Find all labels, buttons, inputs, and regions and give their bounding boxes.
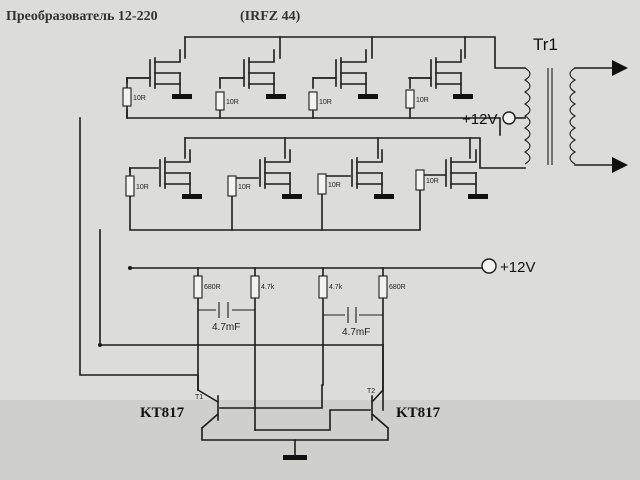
output-arrow-bottom-icon: [612, 157, 628, 173]
ground-icon: [468, 194, 488, 199]
output-arrow-top-icon: [612, 60, 628, 76]
schematic-title: Преобразователь 12-220: [6, 9, 158, 24]
gate-resistor-top-4: 10R: [405, 89, 429, 109]
mosfet-top-3: [335, 49, 378, 99]
top-drain-bus: [184, 36, 526, 69]
svg-text:10R: 10R: [136, 184, 149, 191]
ground-icon: [358, 94, 378, 99]
ground-icon: [374, 194, 394, 199]
multivibrator: +12V: [128, 258, 535, 460]
t2-tag: T2: [367, 388, 375, 395]
svg-text:10R: 10R: [416, 97, 429, 104]
transformer-tr1: Tr1 +12V: [462, 35, 628, 173]
svg-text:10R: 10R: [426, 178, 439, 185]
ground-icon: [283, 455, 307, 460]
mosfet-bottom-1: [159, 149, 202, 199]
component-layer: 10R 10R 10R 10R 10R 10R 10R 10R 680R 4.7k 4.7k 680R: [122, 49, 488, 299]
gate-resistor-bottom-1: 10R: [125, 175, 149, 197]
svg-text:4.7k: 4.7k: [261, 284, 275, 291]
ground-icon: [172, 94, 192, 99]
capacitor-2-label: 4.7mF: [342, 327, 370, 338]
svg-text:680R: 680R: [389, 284, 406, 291]
ground-icon: [266, 94, 286, 99]
gate-resistor-top-1: 10R: [122, 87, 146, 107]
transformer-tap-label: +12V: [462, 111, 497, 128]
rail-supply-label: +12V: [500, 259, 535, 276]
multivibrator-resistor-4: 680R: [378, 275, 406, 299]
mosfet-bottom-3: [351, 149, 394, 199]
transistor-t2: [370, 388, 390, 430]
t1-tag: T1: [195, 394, 203, 401]
multivibrator-resistor-3: 4.7k: [318, 275, 343, 299]
transformer-label: Tr1: [533, 35, 558, 54]
mosfet-top-1: [149, 49, 192, 99]
capacitor-1-label: 4.7mF: [212, 322, 240, 333]
t1-part-label: KT817: [140, 405, 185, 421]
svg-text:10R: 10R: [319, 99, 332, 106]
mosfet-bottom-4: [445, 149, 488, 199]
ground-icon: [453, 94, 473, 99]
multivibrator-resistor-1: 680R: [193, 275, 221, 299]
svg-text:10R: 10R: [226, 99, 239, 106]
mosfet-top-2: [243, 49, 286, 99]
multivibrator-resistor-2: 4.7k: [250, 275, 275, 299]
svg-text:4.7k: 4.7k: [329, 284, 343, 291]
bottom-gate-bus: [129, 167, 421, 231]
svg-text:10R: 10R: [328, 182, 341, 189]
svg-text:10R: 10R: [238, 184, 251, 191]
ground-icon: [282, 194, 302, 199]
svg-text:680R: 680R: [204, 284, 221, 291]
gate-resistor-bottom-4: 10R: [415, 169, 439, 191]
rail-terminal-icon: [481, 258, 497, 274]
schematic-subtitle: (IRFZ 44): [240, 9, 301, 24]
gate-resistor-bottom-2: 10R: [227, 175, 251, 197]
transistor-t1: [196, 388, 220, 430]
gate-resistor-top-3: 10R: [308, 91, 332, 111]
mosfet-bottom-2: [259, 149, 302, 199]
tap-terminal-icon: [502, 111, 516, 125]
ground-icon: [182, 194, 202, 199]
gate-resistor-bottom-3: 10R: [317, 173, 341, 195]
gate-resistor-top-2: 10R: [215, 91, 239, 111]
svg-text:10R: 10R: [133, 95, 146, 102]
bottom-drain-bus: [184, 137, 526, 169]
t2-part-label: KT817: [396, 405, 441, 421]
mosfet-top-4: [430, 49, 473, 99]
